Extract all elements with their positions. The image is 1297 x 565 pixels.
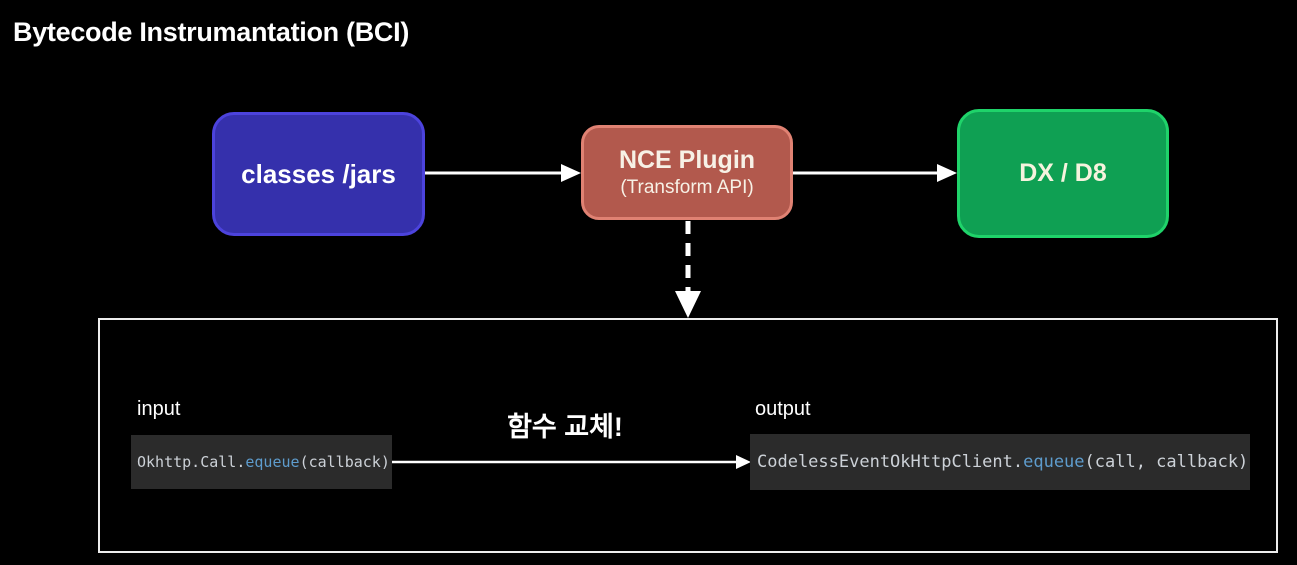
input-label: input [137,398,181,420]
input-code-suffix: (callback) [299,453,390,471]
detail-panel: input Okhttp.Call.equeue(callback) 함수 교체… [98,318,1278,553]
node-dx-d8: DX / D8 [957,109,1169,238]
output-code-block: CodelessEventOkHttpClient.equeue(call, c… [750,434,1250,490]
node-dx-d8-label: DX / D8 [1019,159,1107,187]
node-nce-plugin-sublabel: (Transform API) [620,177,754,198]
node-classes-jars-label: classes /jars [241,158,396,189]
arrow-input-to-output-icon [392,455,751,469]
input-code-block: Okhttp.Call.equeue(callback) [131,435,392,489]
input-code-method: equeue [245,453,300,471]
output-code-prefix: CodelessEventOkHttpClient. [757,452,1024,472]
node-nce-plugin: NCE Plugin (Transform API) [581,125,793,220]
node-classes-jars: classes /jars [212,112,425,236]
node-nce-plugin-label: NCE Plugin [618,146,756,174]
arrow-plugin-to-detail-dashed-icon [675,221,701,318]
swap-annotation: 함수 교체! [507,412,623,442]
input-code-prefix: Okhttp.Call. [137,453,246,471]
arrow-plugin-to-dx-icon [793,164,957,182]
page-title: Bytecode Instrumantation (BCI) [13,17,410,47]
output-code-method: equeue [1023,452,1085,472]
arrow-classes-to-plugin-icon [425,164,581,182]
output-label: output [755,398,811,420]
output-code-suffix: (call, callback) [1084,452,1249,472]
